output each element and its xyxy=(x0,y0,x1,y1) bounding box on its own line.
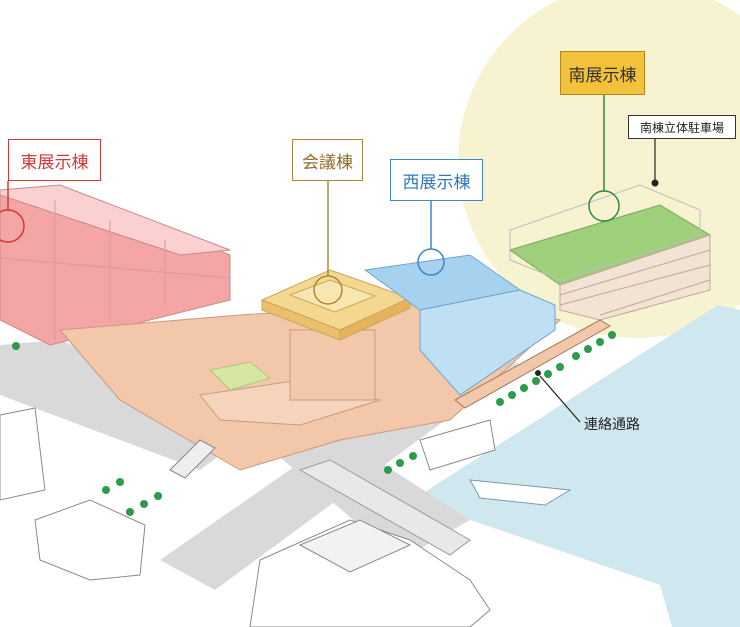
south-parking-label: 南棟立体駐車場 xyxy=(628,115,736,139)
connecting-corridor xyxy=(454,319,611,409)
corridor-leader-dot xyxy=(535,370,541,376)
trees xyxy=(12,331,616,516)
east-hall-building xyxy=(0,184,231,346)
outline-buildings xyxy=(0,407,572,627)
conference-label: 会議棟 xyxy=(292,139,363,181)
south-hall-label: 南展示棟 xyxy=(560,51,645,95)
conference-label-text: 会議棟 xyxy=(302,152,353,173)
elevated-rail xyxy=(298,459,471,556)
corridor-leader xyxy=(539,375,581,423)
south-hall-building xyxy=(508,184,712,286)
conference-building xyxy=(260,269,412,401)
south-parking-building xyxy=(559,234,711,321)
west-hall-label-text: 西展示棟 xyxy=(402,172,471,193)
corridor-label: 連絡通路 xyxy=(584,417,640,433)
west-hall-label: 西展示棟 xyxy=(390,159,483,201)
west-hall-building xyxy=(363,248,556,396)
green-courtyard xyxy=(208,361,272,391)
east-hall-label: 東展示棟 xyxy=(8,139,101,181)
pedestrian-stairs xyxy=(169,439,216,479)
south-parking-label-text: 南棟立体駐車場 xyxy=(639,120,724,135)
south-hall-label-text: 南展示棟 xyxy=(568,65,637,86)
east-hall-label-text: 東展示棟 xyxy=(20,152,89,173)
water-area xyxy=(412,305,740,627)
parking-leader-dot xyxy=(651,179,659,187)
